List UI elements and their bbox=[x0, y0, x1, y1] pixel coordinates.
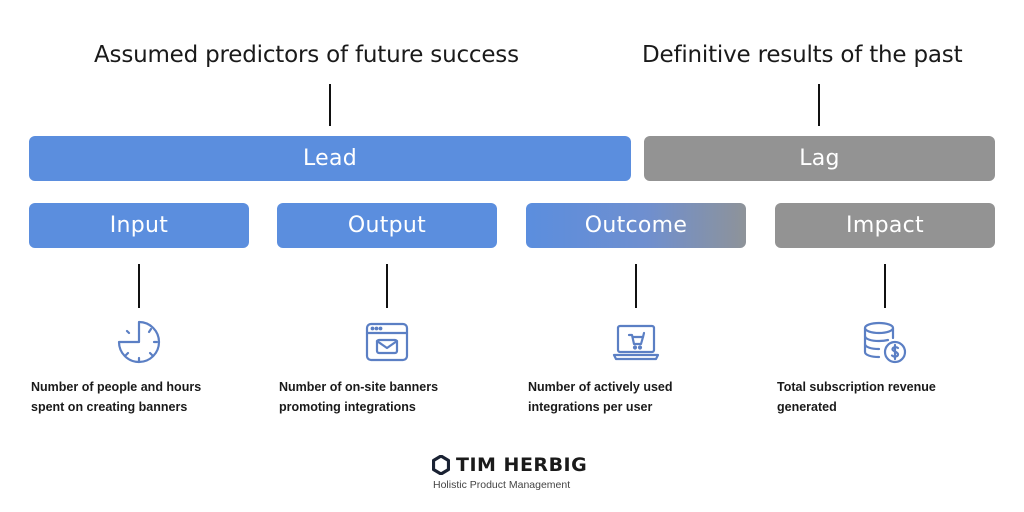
lag-caption: Definitive results of the past bbox=[642, 42, 963, 68]
stage-outcome-label: Outcome bbox=[584, 213, 688, 238]
input-description: Number of people and hours spent on crea… bbox=[31, 377, 261, 417]
clock-icon bbox=[117, 320, 161, 364]
stage-impact-label: Impact bbox=[846, 213, 924, 238]
stage-input-label: Input bbox=[109, 213, 169, 238]
coins-dollar-icon bbox=[863, 321, 907, 364]
lag-bar: Lag bbox=[644, 136, 995, 181]
laptop-cart-icon bbox=[612, 324, 660, 361]
outcome-description-line2: integrations per user bbox=[528, 400, 653, 414]
impact-connector-line bbox=[884, 264, 886, 308]
impact-description-line1: Total subscription revenue bbox=[777, 380, 936, 394]
impact-description-line2: generated bbox=[777, 400, 837, 414]
lead-label: Lead bbox=[302, 146, 358, 171]
brand-logo: TIM HERBIG bbox=[432, 454, 587, 476]
outcome-connector-line bbox=[635, 264, 637, 308]
stage-input: Input bbox=[29, 203, 249, 248]
brand-tagline: Holistic Product Management bbox=[433, 479, 571, 491]
input-description-line1: Number of people and hours bbox=[31, 380, 202, 394]
stage-impact: Impact bbox=[775, 203, 995, 248]
outcome-description: Number of actively used integrations per… bbox=[528, 377, 758, 417]
output-description-line2: promoting integrations bbox=[279, 400, 416, 414]
impact-description: Total subscription revenue generated bbox=[777, 377, 1007, 417]
output-description-line1: Number of on-site banners bbox=[279, 380, 439, 394]
outcome-description-line1: Number of actively used bbox=[528, 380, 673, 394]
browser-mail-icon bbox=[365, 322, 409, 362]
output-connector-line bbox=[386, 264, 388, 308]
stage-output-label: Output bbox=[347, 213, 427, 238]
stage-outcome: Outcome bbox=[526, 203, 746, 248]
lead-caption: Assumed predictors of future success bbox=[94, 42, 519, 68]
input-connector-line bbox=[138, 264, 140, 308]
lag-label: Lag bbox=[799, 146, 840, 171]
lag-connector-line bbox=[818, 84, 820, 126]
brand-name: TIM HERBIG bbox=[456, 454, 588, 476]
lead-connector-line bbox=[329, 84, 331, 126]
hexagon-logo-icon bbox=[432, 455, 450, 475]
input-description-line2: spent on creating banners bbox=[31, 400, 188, 414]
stage-output: Output bbox=[277, 203, 497, 248]
output-description: Number of on-site banners promoting inte… bbox=[279, 377, 509, 417]
lead-bar: Lead bbox=[29, 136, 631, 181]
